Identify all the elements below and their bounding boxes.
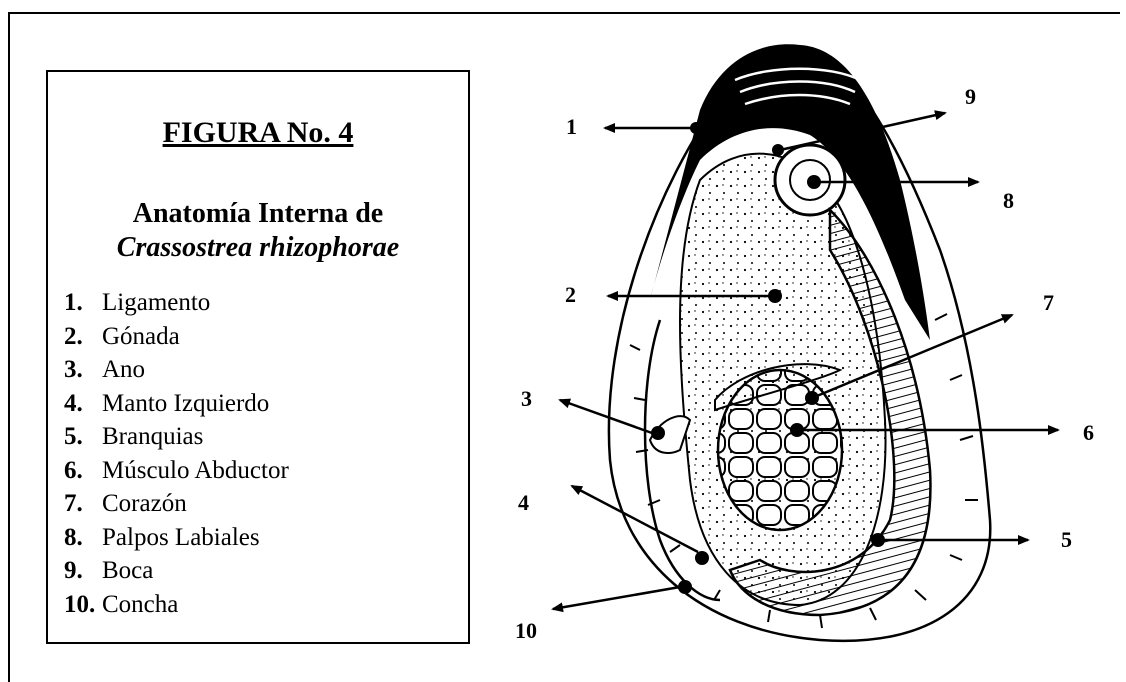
callout-number: 5: [1061, 527, 1072, 552]
callout-number: 8: [1003, 188, 1014, 213]
callout-number: 3: [521, 386, 532, 411]
callout-number: 9: [965, 84, 976, 109]
callout-number: 4: [518, 490, 529, 515]
callout-number: 1: [566, 114, 577, 139]
callout-number: 6: [1083, 420, 1094, 445]
callout-number: 2: [565, 282, 576, 307]
callout-number: 7: [1043, 290, 1054, 315]
callout-number: 10: [515, 618, 537, 643]
